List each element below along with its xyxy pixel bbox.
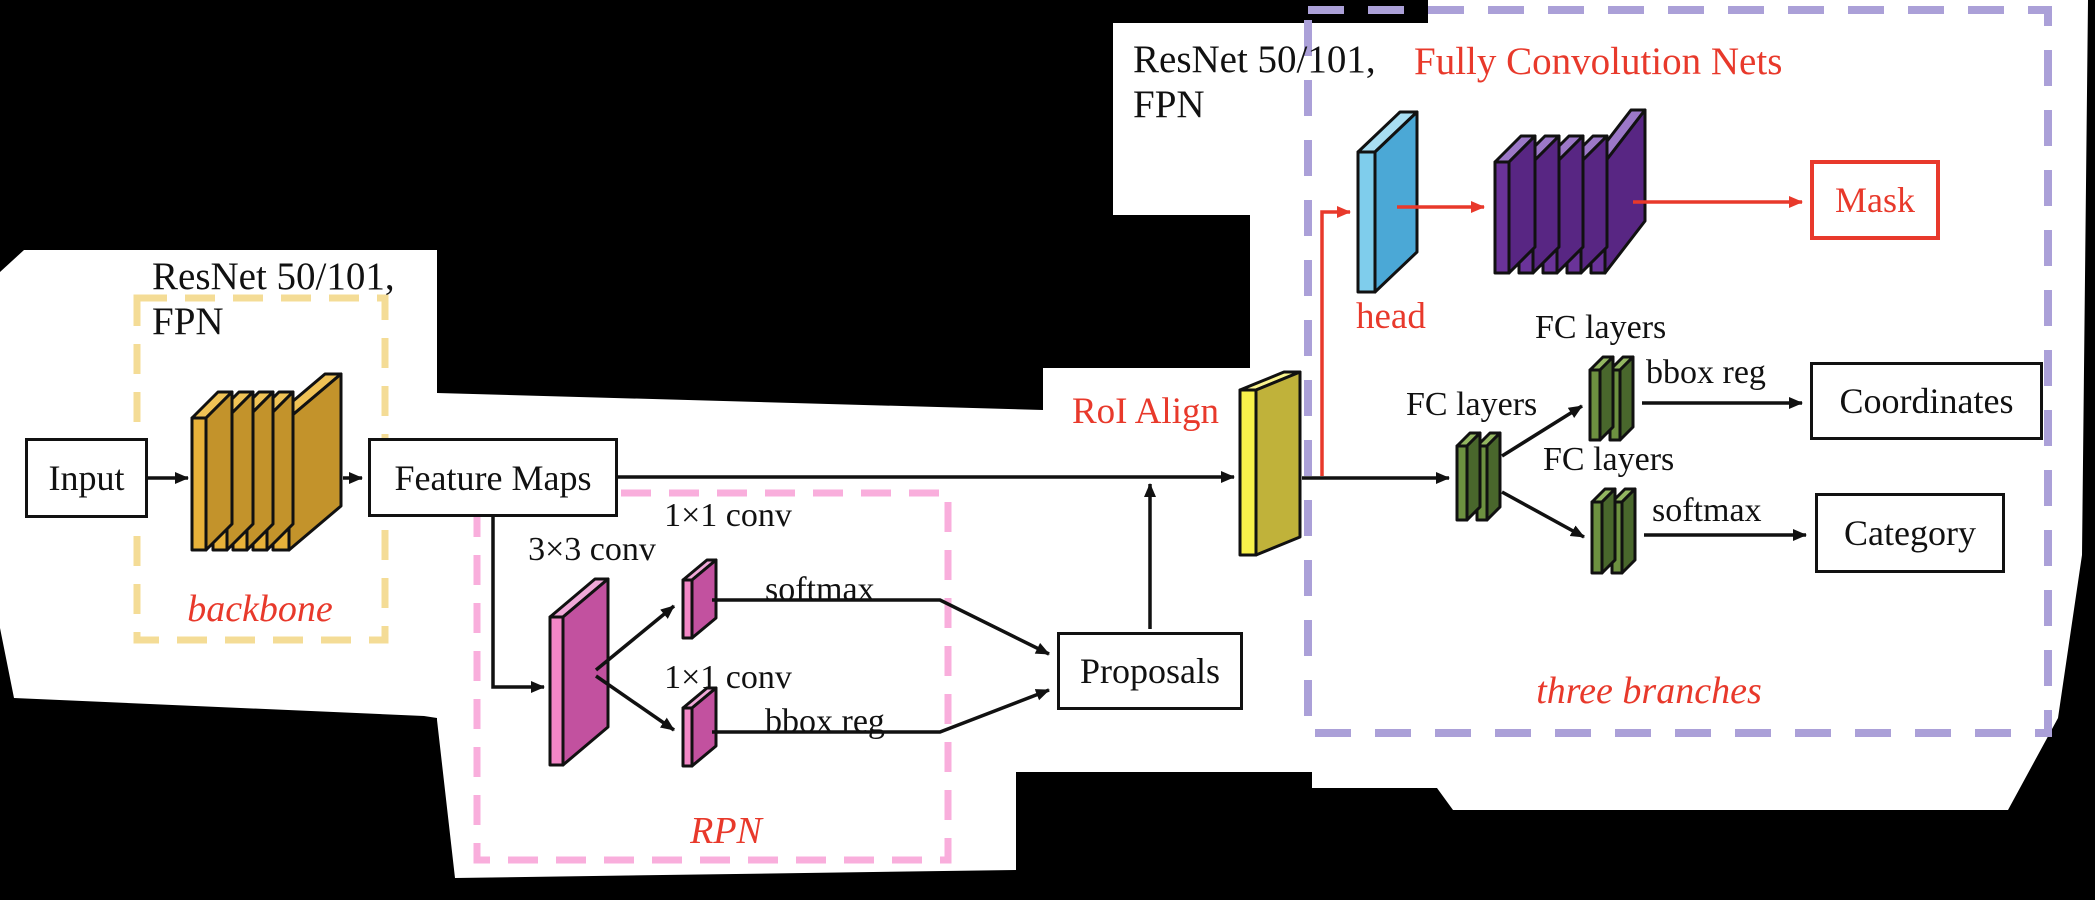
rpn-softmax-label: softmax bbox=[765, 571, 875, 608]
backbone-region-label: backbone bbox=[187, 588, 333, 630]
three-branches-region-label: three branches bbox=[1536, 670, 1762, 712]
rpn-region-label: RPN bbox=[690, 810, 762, 852]
head-network-label: ResNet 50/101, FPN bbox=[1133, 38, 1376, 128]
category-box: Category bbox=[1815, 493, 2005, 573]
backbone-network-label-line2: FPN bbox=[152, 299, 224, 343]
rpn-bbox-reg-label: bbox reg bbox=[765, 703, 885, 740]
fc-layers-3-label: FC layers bbox=[1543, 441, 1675, 478]
fc-layer-stacks bbox=[1455, 355, 1637, 575]
mask-head-layer bbox=[1356, 110, 1419, 294]
three-branches-region-frame bbox=[1304, 6, 2052, 737]
fc-layers-2-label: FC layers bbox=[1535, 309, 1667, 346]
roi-align-layer bbox=[1238, 370, 1302, 557]
connector-arrows bbox=[148, 397, 1807, 734]
proposals-box: Proposals bbox=[1057, 632, 1243, 710]
head-label: head bbox=[1356, 296, 1426, 337]
head-network-label-line1: ResNet 50/101, bbox=[1133, 38, 1376, 81]
conv-3x3-label: 3×3 conv bbox=[528, 531, 656, 568]
mask-box: Mask bbox=[1810, 160, 1940, 240]
fcn-conv-stack bbox=[1493, 108, 1647, 275]
conv-1x1-top-label: 1×1 conv bbox=[664, 497, 792, 534]
backbone-conv-stack bbox=[190, 372, 343, 552]
feature-maps-box: Feature Maps bbox=[368, 438, 618, 517]
bbox-reg-label: bbox reg bbox=[1646, 354, 1766, 391]
paper-region-2 bbox=[437, 368, 1312, 878]
fc-layers-1-label: FC layers bbox=[1406, 386, 1538, 423]
backbone-network-label: ResNet 50/101, FPN bbox=[152, 255, 395, 345]
roi-align-label: RoI Align bbox=[1072, 391, 1219, 432]
coordinates-box: Coordinates bbox=[1810, 362, 2043, 440]
conv-1x1-bottom-label: 1×1 conv bbox=[664, 659, 792, 696]
input-box: Input bbox=[25, 438, 148, 518]
rpn-conv-layers bbox=[548, 558, 718, 768]
head-network-label-line2: FPN bbox=[1133, 82, 1205, 126]
softmax-label: softmax bbox=[1652, 492, 1762, 529]
backbone-network-label-line1: ResNet 50/101, bbox=[152, 255, 395, 298]
mask-branch-arrows bbox=[1320, 196, 1803, 476]
rpn-region-frame bbox=[473, 489, 952, 864]
fully-convolution-nets-label: Fully Convolution Nets bbox=[1414, 40, 1783, 83]
